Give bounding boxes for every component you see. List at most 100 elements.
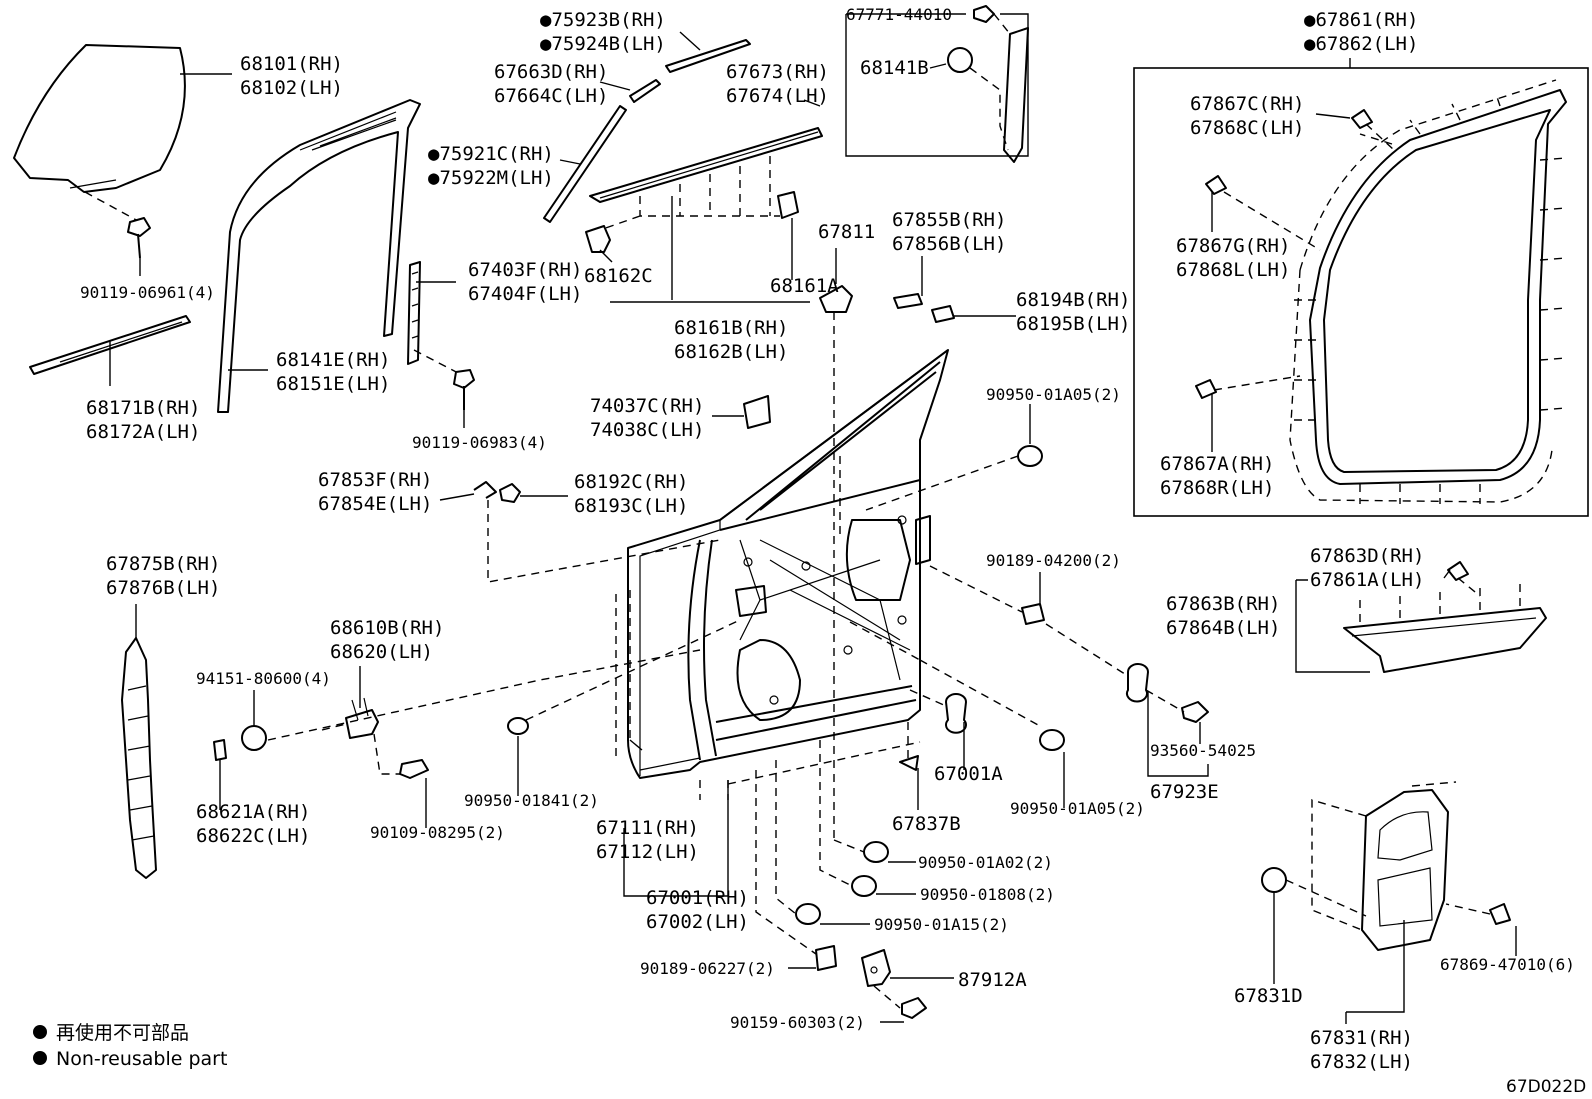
label-67867a: 67867A(RH)67868R(LH) <box>1160 453 1274 499</box>
clip-67867c <box>1351 109 1373 129</box>
door-hinge <box>345 709 379 739</box>
service-cover <box>1361 789 1449 951</box>
clip-67831d <box>1261 867 1287 893</box>
label-67869: 67869-47010(6) <box>1440 955 1575 974</box>
panel-piece-67811 <box>819 285 853 313</box>
bullet-icon <box>33 1051 47 1065</box>
clip-67867g <box>1205 175 1227 195</box>
clip-68192 <box>499 483 521 503</box>
label-67111: 67111(RH)67112(LH) <box>596 817 699 863</box>
label-67831: 67831(RH)67832(LH) <box>1310 1027 1413 1073</box>
grommet-a15 <box>795 903 821 925</box>
weatherstrip-box <box>1133 67 1589 517</box>
diagram-code: 67D022D <box>1506 1077 1586 1097</box>
label-68101: 68101(RH)68102(LH) <box>240 53 343 99</box>
label-68621: 68621A(RH)68622C(LH) <box>196 801 310 847</box>
label-90950-01808: 90950-01808(2) <box>920 885 1055 904</box>
label-67875: 67875B(RH)67876B(LH) <box>106 553 220 599</box>
edge-protector <box>121 637 157 879</box>
label-68141b: 68141B <box>860 57 929 79</box>
label-67861: ●67861(RH)●67862(LH) <box>1304 9 1418 55</box>
grommet-a02 <box>863 841 889 863</box>
handle-link-68194 <box>931 305 955 323</box>
label-90119-06983: 90119-06983(4) <box>412 433 547 452</box>
label-90950-01a05-top: 90950-01A05(2) <box>986 385 1121 404</box>
label-68171: 68171B(RH)68172A(LH) <box>86 397 200 443</box>
label-67771: 67771-44010 <box>846 5 952 24</box>
channel-bolt <box>453 369 475 389</box>
label-75921: ●75921C(RH)●75922M(LH) <box>428 143 554 189</box>
label-90119-06961: 90119-06961(4) <box>80 283 215 302</box>
label-67673: 67673(RH)67674(LH) <box>726 61 829 107</box>
door-glass <box>13 44 186 193</box>
grommet-a05-top <box>1017 445 1043 467</box>
bolt-90159 <box>901 997 927 1019</box>
bullet-icon <box>33 1025 47 1039</box>
corner-piece <box>629 79 661 103</box>
label-74037: 74037C(RH)74038C(LH) <box>590 395 704 441</box>
bolt-93560 <box>1181 701 1209 723</box>
label-87912a: 87912A <box>958 969 1027 991</box>
clip-67771 <box>973 5 995 23</box>
nut-90189-bottom <box>815 945 837 971</box>
label-90950-01a15: 90950-01A15(2) <box>874 915 1009 934</box>
legend-jp: 再使用不可部品 <box>56 1022 189 1044</box>
clip-67869 <box>1489 903 1511 925</box>
label-68161a: 68161A <box>770 275 839 297</box>
label-93560: 93560-54025 <box>1150 741 1256 760</box>
label-67867c: 67867C(RH)67868C(LH) <box>1190 93 1304 139</box>
legend-en: Non-reusable part <box>56 1048 227 1070</box>
nut-90189-top <box>1021 603 1045 625</box>
outer-panel <box>627 519 721 776</box>
label-90950-01a05-bottom: 90950-01A05(2) <box>1010 799 1145 818</box>
lower-weatherstrip <box>1343 607 1547 673</box>
label-67863b: 67863B(RH)67864B(LH) <box>1166 593 1280 639</box>
clip-68161a <box>777 191 799 219</box>
upper-weatherstrip <box>665 39 751 73</box>
label-67811: 67811 <box>818 221 875 243</box>
grommet-01808 <box>851 875 877 897</box>
label-67831d: 67831D <box>1234 985 1303 1007</box>
label-90189-04200: 90189-04200(2) <box>986 551 1121 570</box>
link-67853 <box>473 481 497 499</box>
grommet-a05-bottom <box>1039 729 1065 751</box>
label-67923e: 67923E <box>1150 781 1219 803</box>
clip-68141b <box>947 47 973 73</box>
door-check <box>1126 663 1149 703</box>
clip-67837b <box>899 755 919 771</box>
label-68610: 68610B(RH)68620(LH) <box>330 617 444 663</box>
label-68141e: 68141E(RH)68151E(LH) <box>276 349 390 395</box>
label-90950-01841: 90950-01841(2) <box>464 791 599 810</box>
label-90189-06227: 90189-06227(2) <box>640 959 775 978</box>
clip-67863d <box>1447 561 1469 581</box>
label-67001: 67001(RH)67002(LH) <box>646 887 749 933</box>
clip-68162c <box>585 225 611 253</box>
label-67867g: 67867G(RH)67868L(LH) <box>1176 235 1290 281</box>
label-90950-01a02: 90950-01A02(2) <box>918 853 1053 872</box>
legend: 再使用不可部品 Non-reusable part <box>33 1022 227 1070</box>
label-67001a: 67001A <box>934 763 1003 785</box>
label-68162c: 68162C <box>584 265 653 287</box>
label-68192: 68192C(RH)68193C(LH) <box>574 471 688 517</box>
label-68194: 68194B(RH)68195B(LH) <box>1016 289 1130 335</box>
label-67863d: 67863D(RH)67861A(LH) <box>1310 545 1424 591</box>
label-90109: 90109-08295(2) <box>370 823 505 842</box>
nut-94151 <box>241 725 267 751</box>
label-67663: 67663D(RH)67664C(LH) <box>494 61 608 107</box>
leader-lines <box>109 13 1517 1024</box>
label-68161b: 68161B(RH)68162B(LH) <box>674 317 788 363</box>
hinge-bolt <box>399 759 429 779</box>
glass-weatherstrip <box>543 105 627 223</box>
grommet-01841 <box>507 717 529 735</box>
label-90159: 90159-60303(2) <box>730 1013 865 1032</box>
label-94151: 94151-80600(4) <box>196 669 331 688</box>
label-67837b: 67837B <box>892 813 961 835</box>
mirror-cover <box>743 395 771 429</box>
label-67853: 67853F(RH)67854E(LH) <box>318 469 432 515</box>
part-labels: 68101(RH)68102(LH) 90119-06961(4) 68171B… <box>80 5 1575 1073</box>
glass-bolt <box>127 217 151 237</box>
glass-run-channel <box>217 99 421 413</box>
label-67855: 67855B(RH)67856B(LH) <box>892 209 1006 255</box>
hinge-pin <box>213 739 227 761</box>
